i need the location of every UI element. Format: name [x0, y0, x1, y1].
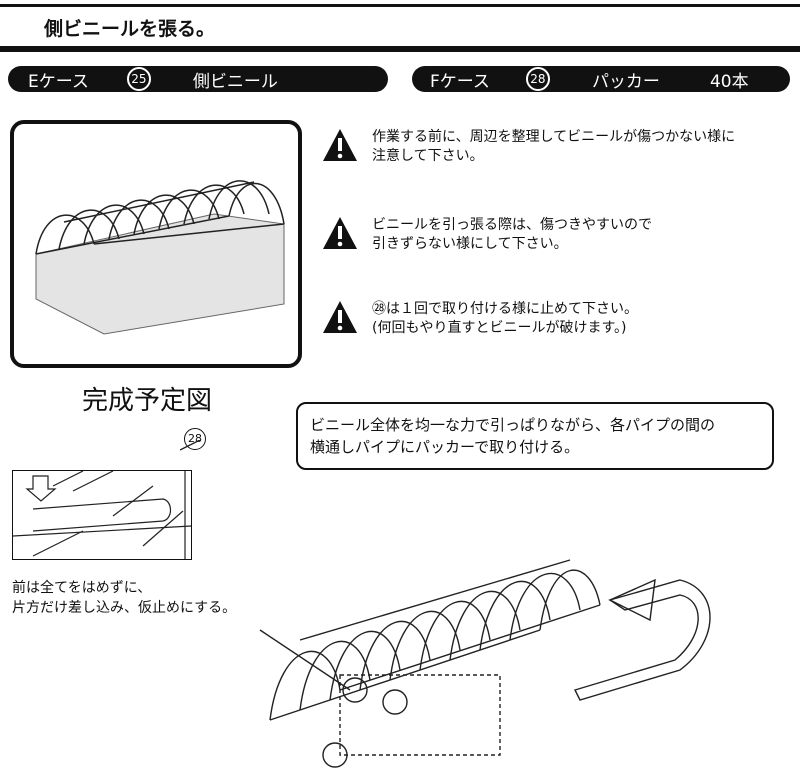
warning-icon [323, 301, 357, 333]
packer-detail-illustration [12, 470, 192, 560]
warning-icon [323, 129, 357, 161]
warning-1: 作業する前に、周辺を整理してビニールが傷つかない様に注意して下さい。 [322, 128, 735, 166]
warning-text: 引きずらない様にして下さい。 [372, 236, 568, 252]
detail-part-number: 28 [184, 428, 206, 450]
parts-label-e: Eケース 25 側ビニール [8, 66, 388, 92]
warning-2: ビニールを引っ張る際は、傷つきやすいので引きずらない様にして下さい。 [322, 216, 652, 254]
figure-caption: 完成予定図 [82, 386, 213, 416]
warning-icon [323, 217, 357, 249]
detail-text: 前は全てをはめずに、 片方だけ差し込み、仮止めにする。 [12, 578, 236, 618]
case-label: Eケース [28, 71, 89, 92]
part-name: 側ビニール [192, 71, 278, 92]
part-name: パッカー [591, 71, 660, 92]
completion-figure-frame [10, 120, 302, 368]
part-number: 25 [126, 67, 151, 91]
greenhouse-illustration [35, 180, 285, 335]
title-rule [0, 46, 800, 52]
note-text: ビニール全体を均一な力で引っぱりながら、各パイプの間の [310, 416, 716, 434]
instruction-note: ビニール全体を均一な力で引っぱりながら、各パイプの間の 横通しパイプにパッカーで… [296, 402, 774, 470]
warning-3: ㉘は１回で取り付ける様に止めて下さい。 (何回もやり直すとビニールが破けます。) [322, 300, 638, 338]
case-label: Fケース [430, 71, 490, 92]
warning-text: ㉘は１回で取り付ける様に止めて下さい。 [372, 301, 638, 317]
warning-text: 注意して下さい。 [372, 148, 484, 164]
top-rule [0, 4, 800, 7]
detail-line: 前は全てをはめずに、 [12, 580, 152, 596]
warning-text: 作業する前に、周辺を整理してビニールが傷つかない様に [372, 129, 736, 145]
detail-line: 片方だけ差し込み、仮止めにする。 [12, 600, 237, 616]
warning-text: (何回もやり直すとビニールが破けます。) [372, 320, 627, 336]
parts-label-f: Fケース 28 パッカー 40本 [412, 66, 790, 92]
part-number: 28 [525, 67, 550, 91]
assembly-illustration [180, 440, 711, 768]
note-text: 横通しパイプにパッカーで取り付ける。 [310, 438, 580, 456]
part-qty: 40本 [709, 71, 749, 92]
page-title: 側ビニールを張る。 [44, 18, 216, 40]
warning-text: ビニールを引っ張る際は、傷つきやすいので [372, 217, 652, 233]
